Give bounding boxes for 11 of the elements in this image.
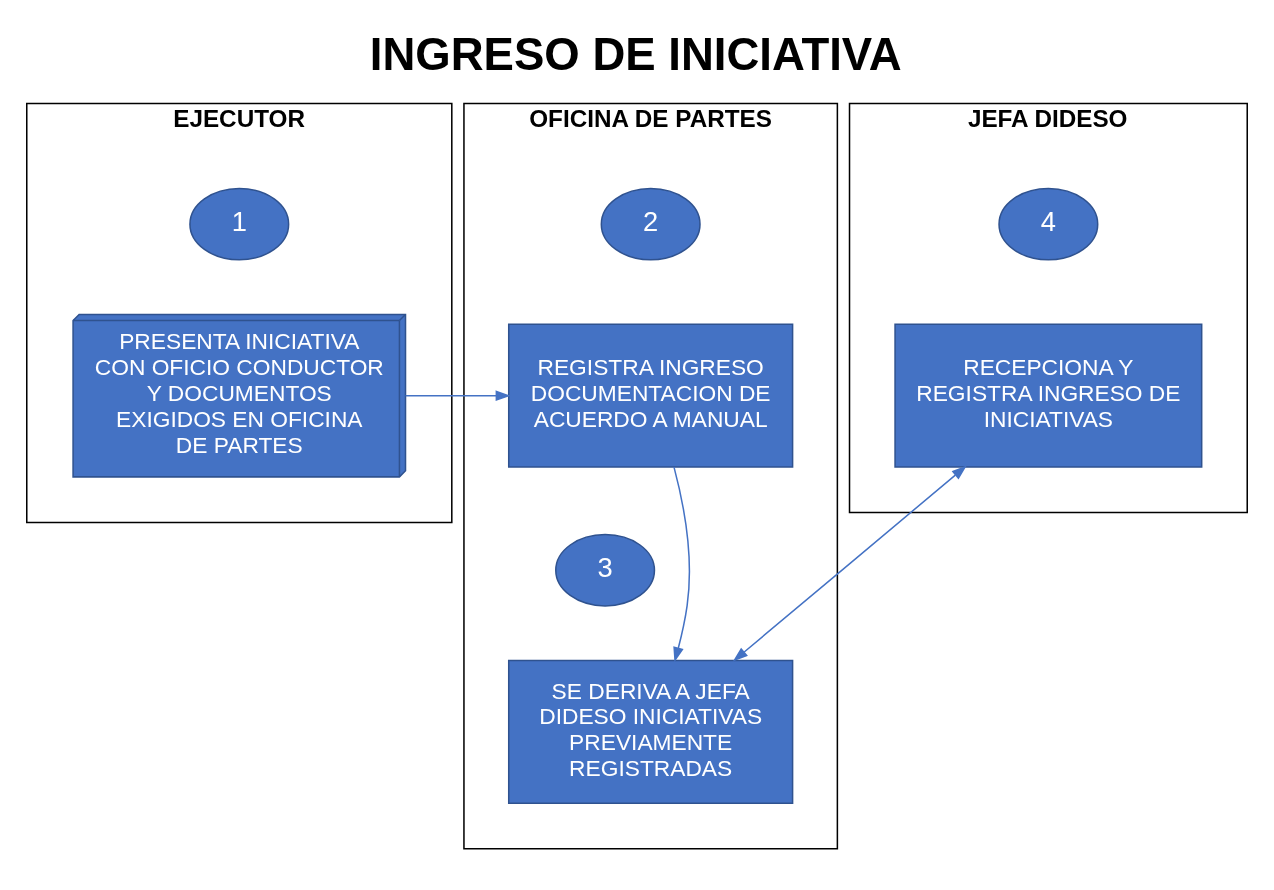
node-box: SE DERIVA A JEFA DIDESO INICIATIVAS PREVIAMENTE REGISTRADAS — [507, 659, 794, 804]
node-ellipse: 1 — [189, 187, 290, 261]
arrow — [732, 465, 967, 662]
node-ellipse: 2 — [600, 187, 701, 261]
arrow — [673, 466, 691, 663]
node-box: REGISTRA INGRESO DOCUMENTACION DE ACUERDO A MANUAL — [507, 323, 794, 468]
diagram-title: INGRESO DE INICIATIVA — [369, 29, 902, 81]
arrow — [404, 390, 511, 401]
node-box: RECEPCIONA Y REGISTRA INGRESO DE INICIATIVAS — [894, 323, 1203, 468]
node-ellipse: 4 — [998, 187, 1099, 261]
node-ellipse: 3 — [555, 533, 656, 607]
